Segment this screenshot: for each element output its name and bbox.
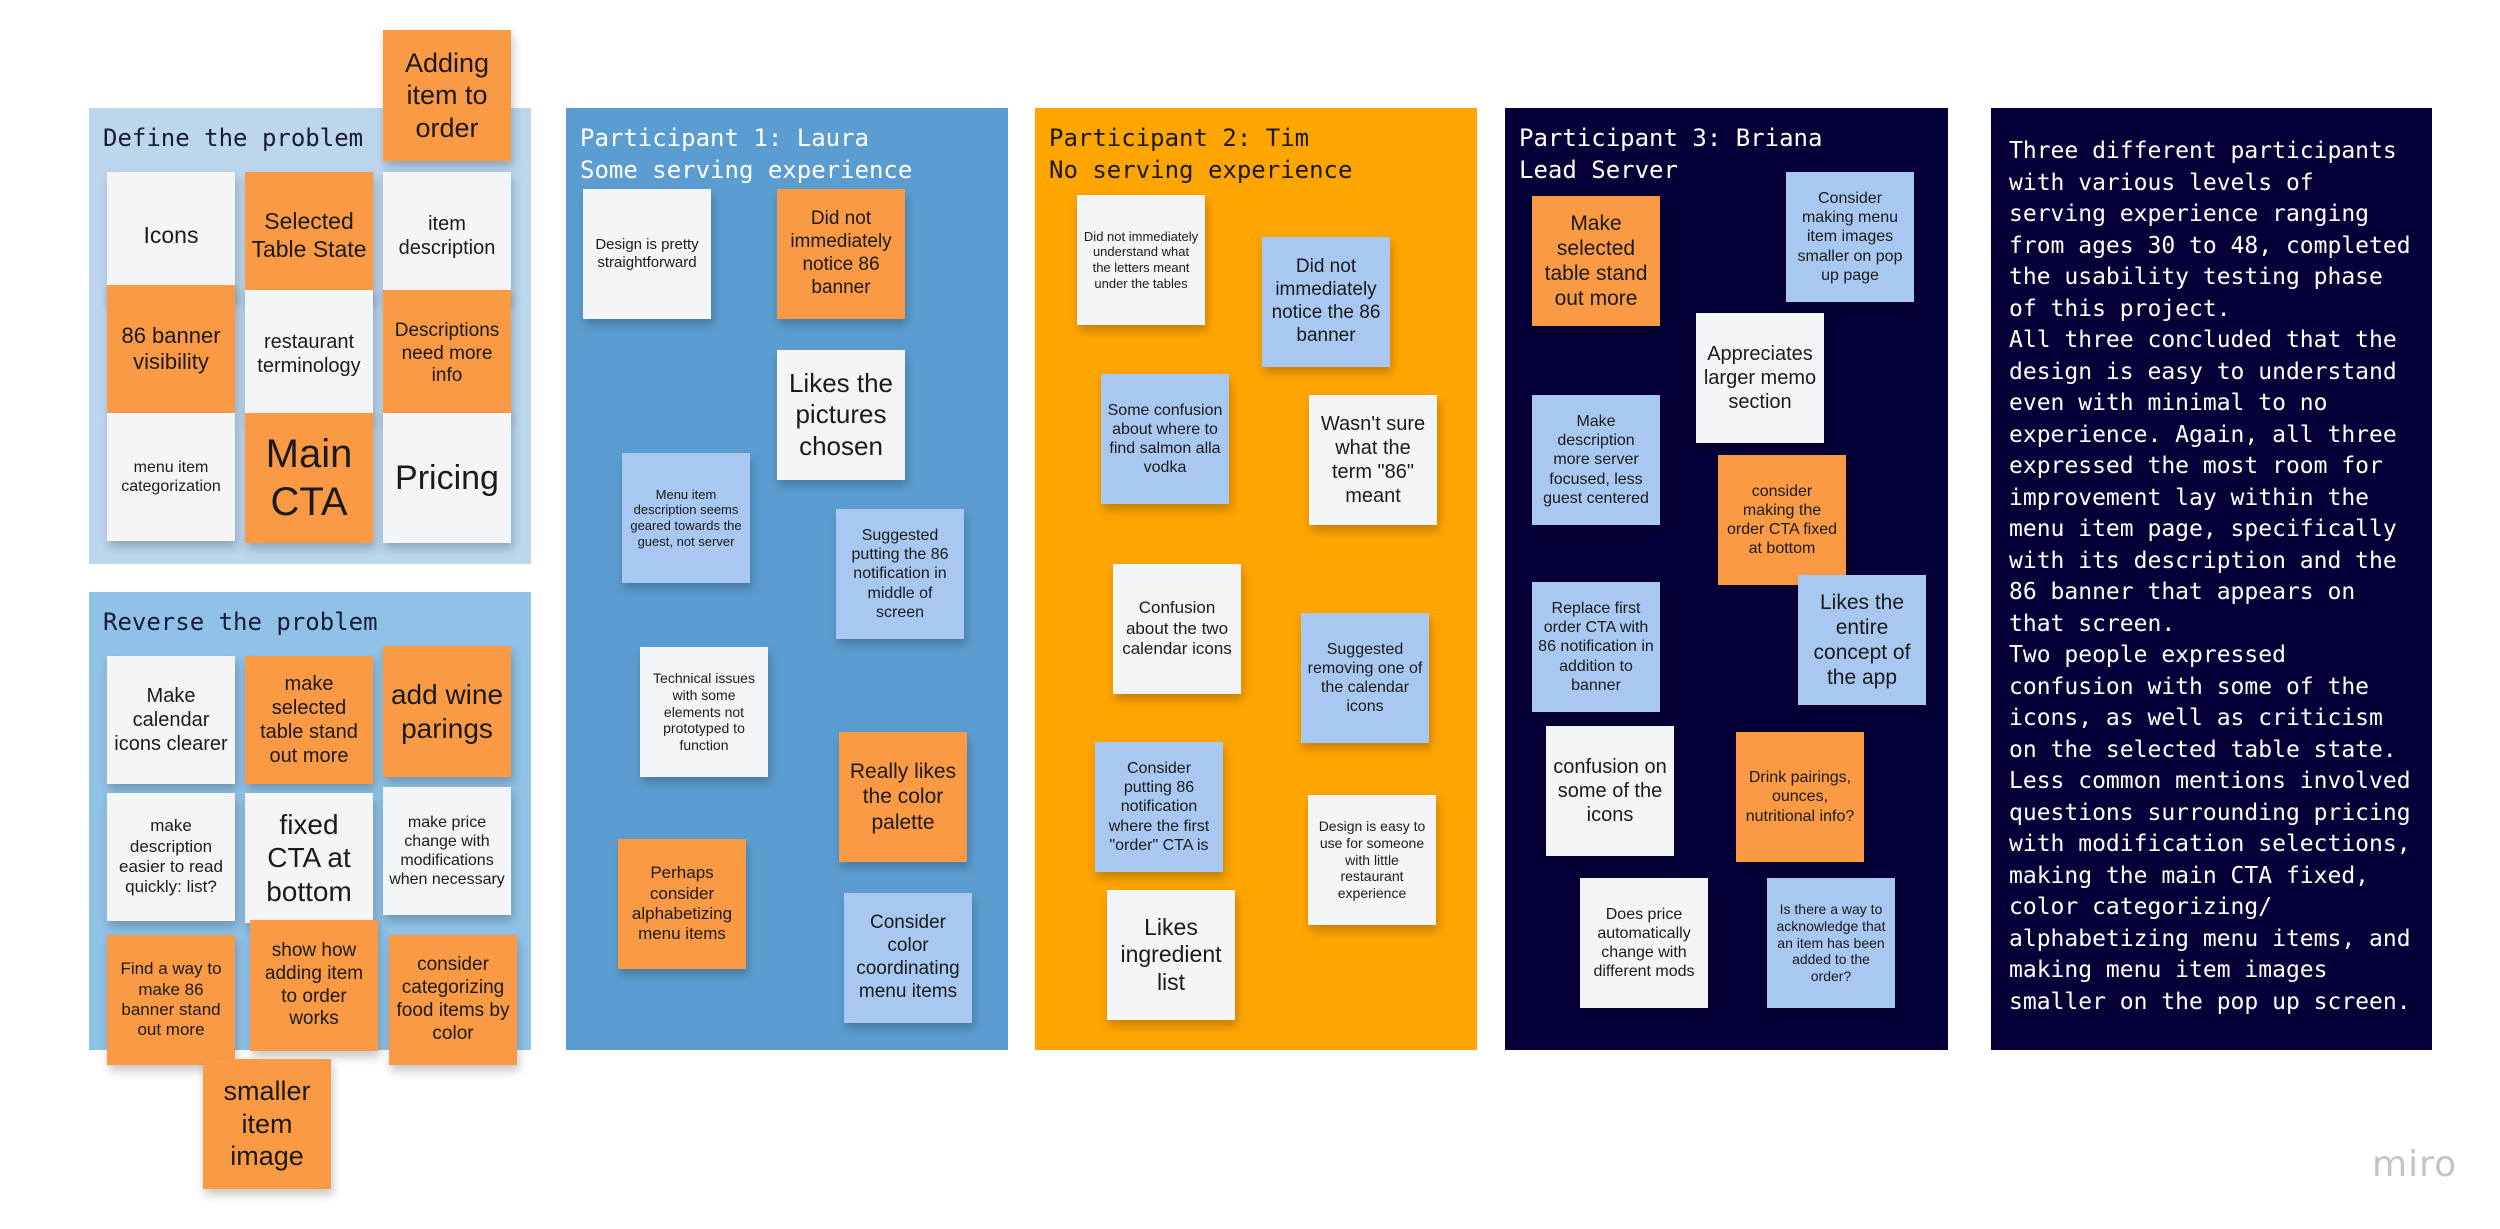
sticky-note[interactable]: Make description more server focused, le… [1532, 395, 1660, 525]
sticky-note[interactable]: Design is pretty straightforward [583, 189, 711, 319]
sticky-note[interactable]: Some confusion about where to find salmo… [1101, 374, 1229, 504]
reverse-problem-title: Reverse the problem [103, 608, 378, 636]
sticky-note[interactable]: Wasn't sure what the term "86" meant [1309, 395, 1437, 525]
sticky-note[interactable]: Likes ingredient list [1107, 890, 1235, 1020]
sticky-note[interactable]: item description [383, 172, 511, 300]
summary-frame[interactable]: Three different participants with variou… [1991, 108, 2432, 1050]
sticky-note[interactable]: show how adding item to order works [250, 920, 378, 1051]
sticky-note[interactable]: Likes the entire concept of the app [1798, 575, 1926, 705]
participant-1-title: Participant 1: Laura Some serving experi… [580, 124, 913, 184]
sticky-note[interactable]: Make calendar icons clearer [107, 656, 235, 784]
sticky-note[interactable]: restaurant terminology [245, 290, 373, 418]
sticky-note[interactable]: Really likes the color palette [839, 732, 967, 862]
sticky-note[interactable]: Descriptions need more info [383, 290, 511, 418]
sticky-note[interactable]: Likes the pictures chosen [777, 350, 905, 480]
sticky-note[interactable]: make price change with modifications whe… [383, 787, 511, 915]
sticky-note[interactable]: Technical issues with some elements not … [640, 647, 768, 777]
sticky-note[interactable]: Is there a way to acknowledge that an it… [1767, 878, 1895, 1008]
sticky-note[interactable]: Replace first order CTA with 86 notifica… [1532, 582, 1660, 712]
participant-2-title: Participant 2: Tim No serving experience [1049, 124, 1353, 184]
sticky-note[interactable]: Does price automatically change with dif… [1580, 878, 1708, 1008]
sticky-note[interactable]: confusion on some of the icons [1546, 726, 1674, 856]
define-problem-title: Define the problem [103, 124, 364, 152]
sticky-note[interactable]: menu item categorization [107, 413, 235, 541]
sticky-note[interactable]: Consider putting 86 notification where t… [1095, 742, 1223, 872]
sticky-note[interactable]: Did not immediately notice the 86 banner [1262, 237, 1390, 367]
miro-logo: miro [2372, 1144, 2458, 1185]
sticky-note[interactable]: fixed CTA at bottom [245, 793, 373, 923]
sticky-note[interactable]: Suggested putting the 86 notification in… [836, 509, 964, 639]
sticky-note[interactable]: 86 banner visibility [107, 285, 235, 413]
sticky-note[interactable]: Make selected table stand out more [1532, 196, 1660, 326]
sticky-note[interactable]: Design is easy to use for someone with l… [1308, 795, 1436, 925]
sticky-note[interactable]: make selected table stand out more [245, 656, 373, 784]
participant-3-title: Participant 3: Briana Lead Server [1519, 124, 1823, 184]
sticky-note[interactable]: make description easier to read quickly:… [107, 793, 235, 921]
sticky-note[interactable]: smaller item image [203, 1059, 331, 1189]
sticky-note[interactable]: Menu item description seems geared towar… [622, 453, 750, 583]
sticky-note[interactable]: Did not immediately understand what the … [1077, 195, 1205, 325]
sticky-note[interactable]: Adding item to order [383, 30, 511, 161]
sticky-note[interactable]: Appreciates larger memo section [1696, 313, 1824, 443]
sticky-note[interactable]: Main CTA [245, 413, 373, 543]
sticky-note[interactable]: Did not immediately notice 86 banner [777, 189, 905, 319]
sticky-note[interactable]: add wine parings [383, 646, 511, 777]
sticky-note[interactable]: Suggested removing one of the calendar i… [1301, 613, 1429, 743]
sticky-note[interactable]: Confusion about the two calendar icons [1113, 564, 1241, 694]
sticky-note[interactable]: Find a way to make 86 banner stand out m… [107, 935, 235, 1065]
sticky-note[interactable]: Consider making menu item images smaller… [1786, 172, 1914, 302]
summary-text: Three different participants with variou… [2009, 138, 2411, 1015]
sticky-note[interactable]: Selected Table State [245, 172, 373, 300]
sticky-note[interactable]: consider making the order CTA fixed at b… [1718, 455, 1846, 585]
sticky-note[interactable]: Icons [107, 172, 235, 300]
sticky-note[interactable]: Perhaps consider alphabetizing menu item… [618, 839, 746, 969]
sticky-note[interactable]: Pricing [383, 413, 511, 543]
sticky-note[interactable]: consider categorizing food items by colo… [389, 935, 517, 1065]
sticky-note[interactable]: Consider color coordinating menu items [844, 893, 972, 1023]
sticky-note[interactable]: Drink pairings, ounces, nutritional info… [1736, 732, 1864, 862]
